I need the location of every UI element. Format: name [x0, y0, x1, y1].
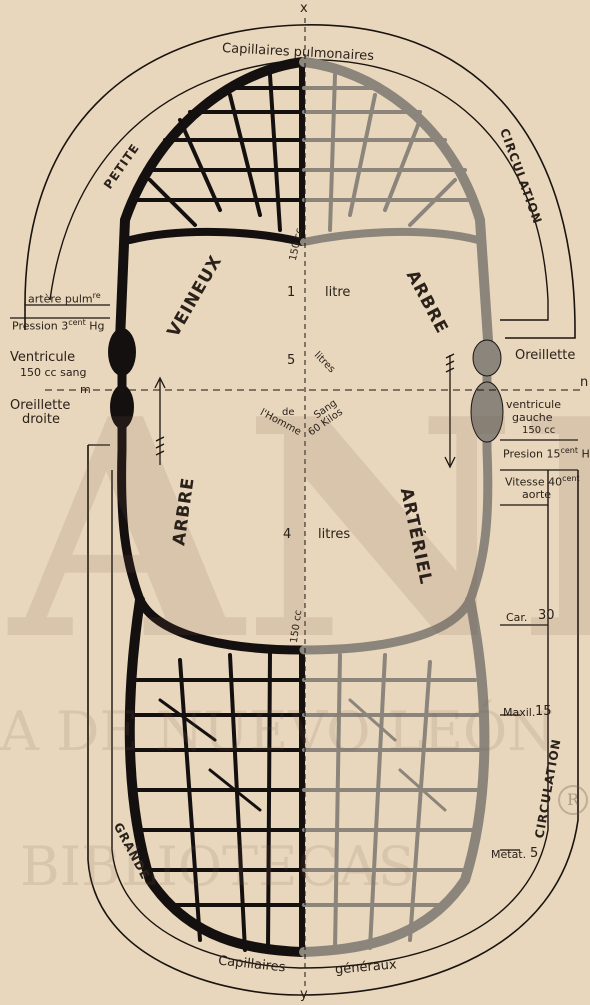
watermark-registered-icon: R — [558, 785, 588, 815]
q4-unit: litres — [318, 528, 350, 541]
ventricule-gauche-1: ventricule — [506, 398, 561, 411]
oreillette-droite-label-2: droite — [22, 413, 60, 426]
pression-right-label: Presion 15cent Hg — [503, 444, 590, 461]
q4-num: 4 — [283, 528, 291, 541]
metat-label: Metat. — [491, 848, 526, 861]
ventricule-label: Ventricule — [10, 351, 75, 364]
aorte-label: aorte — [522, 488, 551, 501]
watermark-line2: BIBLIOTECAS — [20, 835, 415, 898]
oreillette-droite-label-1: Oreillette — [10, 399, 70, 412]
pression-left-label: Pression 3cent Hg — [12, 316, 105, 333]
metat-value: 5 — [530, 847, 538, 860]
q5-num: 5 — [287, 354, 295, 367]
maxil-value: 15 — [535, 705, 552, 718]
axis-bottom-label: y — [300, 988, 308, 1001]
car-value: 30 — [538, 609, 555, 622]
artere-pulm-label: artère pulmre — [28, 289, 101, 306]
q1-num: 1 — [287, 286, 295, 299]
axis-right-label: n — [580, 376, 588, 389]
watermark-line1: A DE NUEVO LEÓN — [0, 700, 555, 763]
venous-pulmonary-network — [120, 62, 302, 340]
axis-top-label: x — [300, 2, 308, 15]
axis-left-mark: m — [80, 383, 91, 396]
ventricule-sang-label: 150 cc sang — [20, 366, 87, 379]
q1-unit: litre — [325, 286, 350, 299]
vitesse-label: Vitesse 40cent — [505, 472, 580, 489]
ventricule-gauche-3: 150 cc — [522, 424, 555, 437]
car-label: Car. — [506, 611, 527, 624]
ventricule-gauche-2: gauche — [512, 411, 552, 424]
maxil-label: Maxil. — [503, 706, 535, 719]
oreillette-gauche-label: Oreillette — [515, 349, 575, 362]
